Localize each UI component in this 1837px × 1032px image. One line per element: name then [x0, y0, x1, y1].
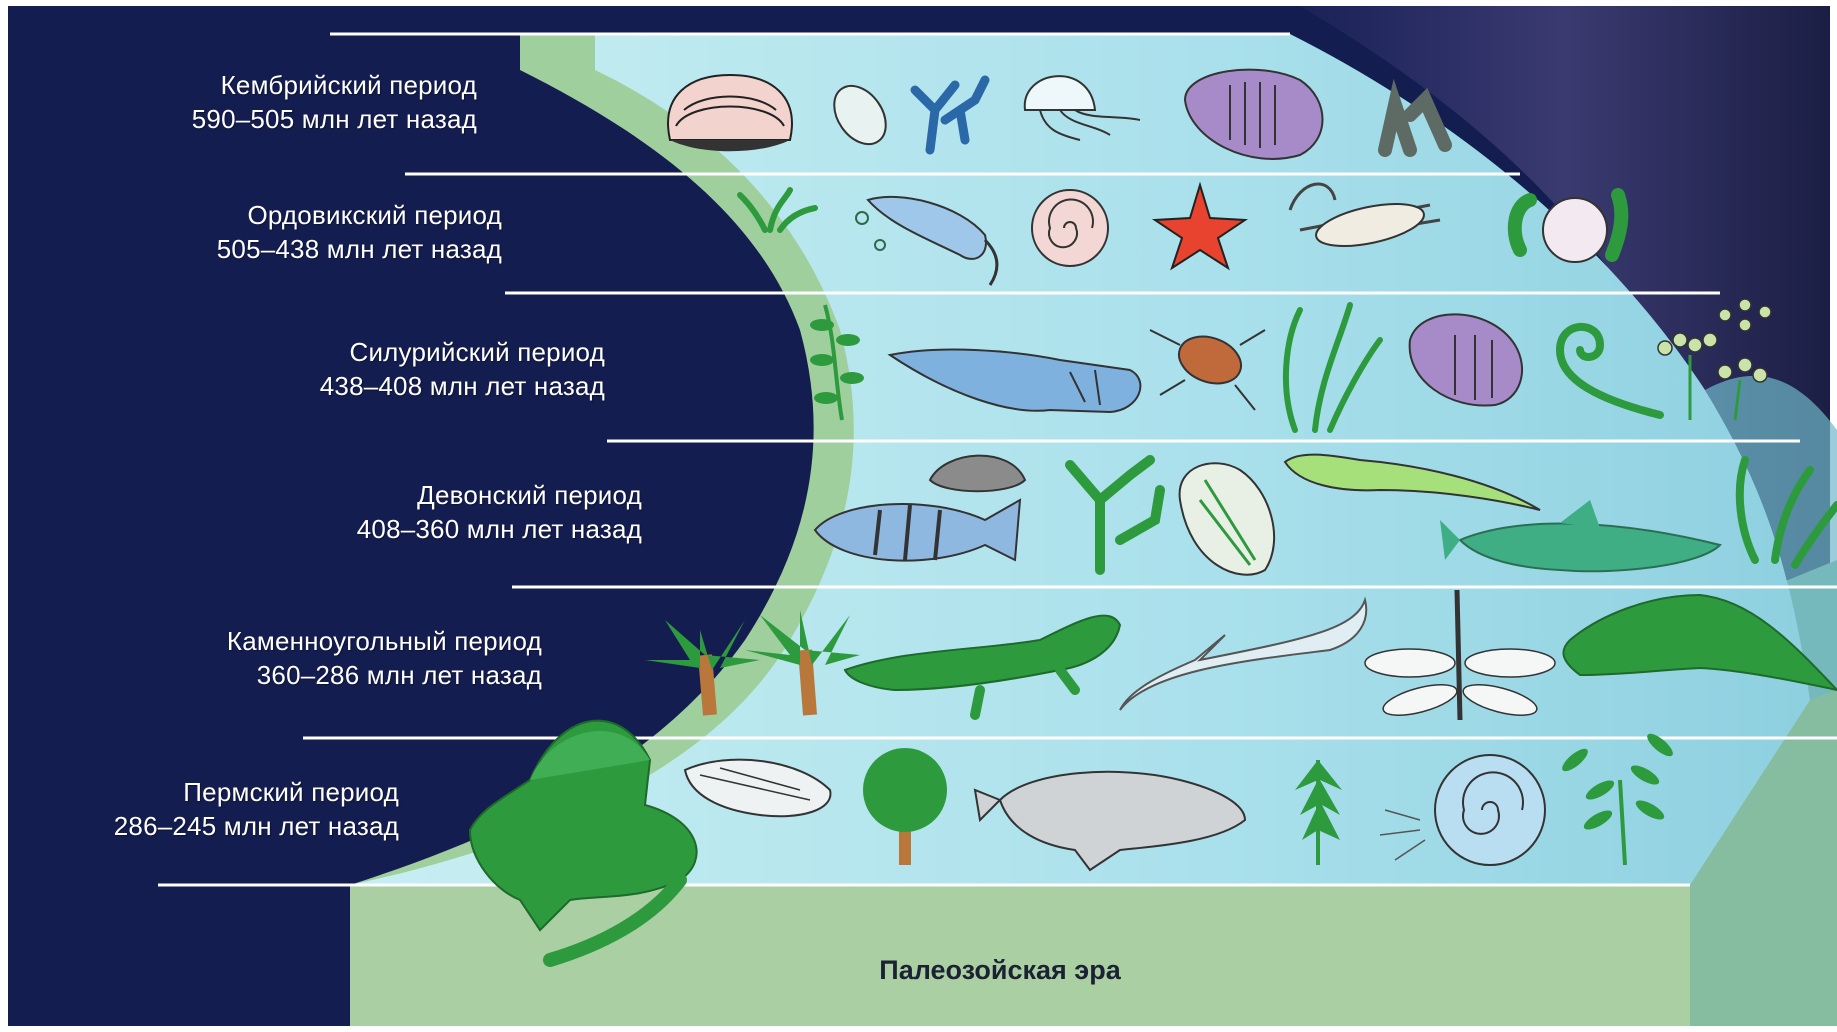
dragonfly-icon	[1457, 590, 1460, 720]
tree-fern-icon	[805, 650, 810, 715]
period-dates: 408–360 млн лет назад	[357, 512, 642, 546]
period-name: Пермский период	[114, 775, 399, 809]
period-name: Кембрийский период	[192, 68, 477, 102]
snail-icon	[1032, 190, 1108, 266]
period-label-carboniferous: Каменноугольный период 360–286 млн лет н…	[227, 624, 542, 692]
period-name: Ордовикский период	[217, 198, 502, 232]
period-dates: 505–438 млн лет назад	[217, 232, 502, 266]
period-label-devonian: Девонский период 408–360 млн лет назад	[357, 478, 642, 546]
period-name: Силурийский период	[320, 335, 605, 369]
period-dates: 360–286 млн лет назад	[227, 658, 542, 692]
period-dates: 438–408 млн лет назад	[320, 369, 605, 403]
period-dates: 286–245 млн лет назад	[114, 809, 399, 843]
period-name: Девонский период	[357, 478, 642, 512]
era-label: Палеозойская эра	[760, 955, 1240, 986]
period-dates: 590–505 млн лет назад	[192, 102, 477, 136]
tree-fern-icon	[705, 655, 710, 715]
period-label-cambrian: Кембрийский период 590–505 млн лет назад	[192, 68, 477, 136]
period-label-permian: Пермский период 286–245 млн лет назад	[114, 775, 399, 843]
period-name: Каменноугольный период	[227, 624, 542, 658]
period-label-ordovician: Ордовикский период 505–438 млн лет назад	[217, 198, 502, 266]
period-label-silurian: Силурийский период 438–408 млн лет назад	[320, 335, 605, 403]
